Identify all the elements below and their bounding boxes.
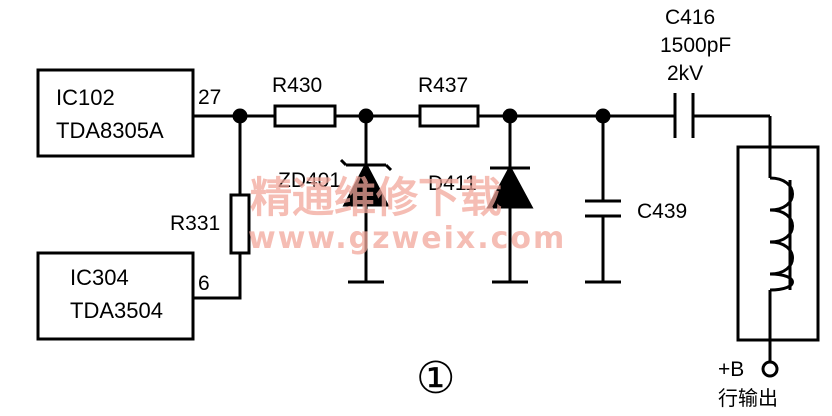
ic102-part: TDA8305A [56,118,164,143]
figure-number: ① [416,353,455,404]
ic102-box [36,68,195,158]
c416-name: C416 [665,6,715,29]
resistor-r331 [229,193,251,255]
d411-label: D411 [428,172,477,195]
zd401-label: ZD401 [278,169,341,192]
zd401-bar-bend [339,158,348,167]
ic304-part: TDA3504 [70,298,163,323]
c416-value: 1500pF [660,34,731,57]
wire-r331-bottom [193,253,242,300]
ic304-name: IC304 [70,265,129,290]
watermark-text: 精通维修下载 [250,173,502,222]
r437-label: R437 [418,74,468,97]
watermark-url: www.gzweix.com [248,221,566,256]
ic102-name: IC102 [56,85,115,110]
r430-label: R430 [272,74,322,97]
ic102-pin: 27 [198,86,221,109]
zd401-bar-bend [384,163,393,172]
resistor-r437 [418,104,480,128]
ic304-pin: 6 [198,272,210,295]
output-label: 行输出 [718,386,778,410]
transformer-box [736,145,820,342]
c439-label: C439 [637,200,687,223]
resistor-r430 [273,104,337,128]
plus-b-label: +B [718,358,744,381]
r331-label: R331 [170,212,220,235]
ic304-box [36,251,195,341]
output-terminal [761,360,779,378]
c416-voltage: 2kV [667,62,703,85]
